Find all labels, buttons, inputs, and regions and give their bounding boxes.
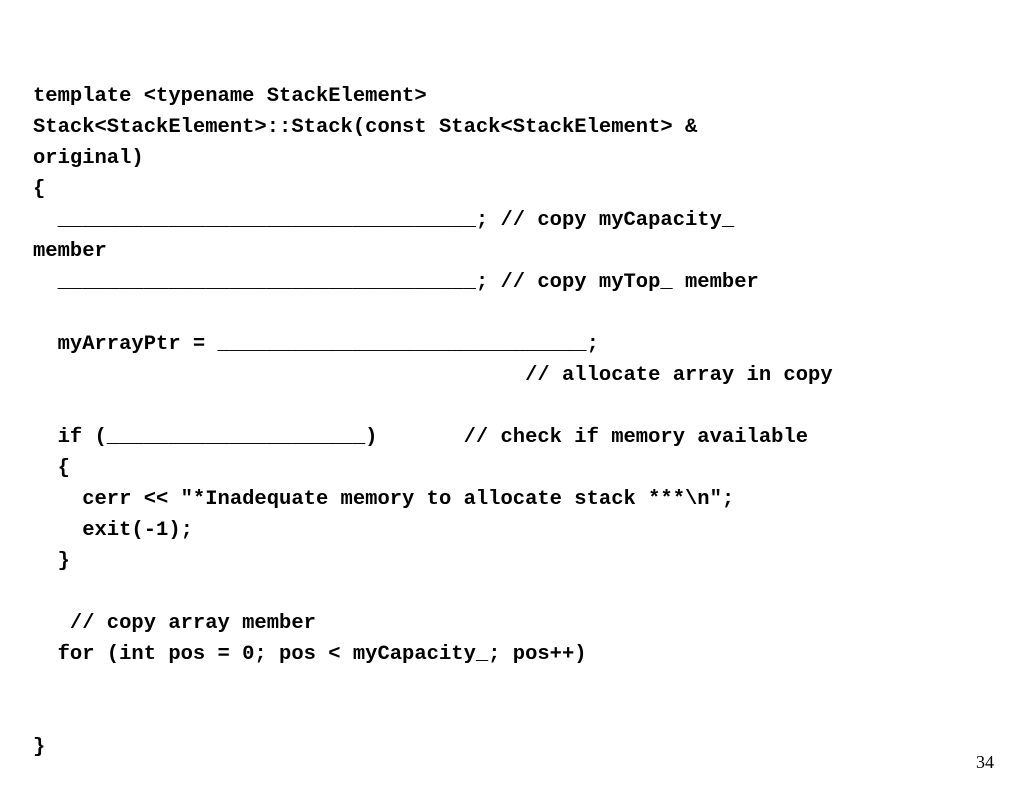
code-line bbox=[33, 577, 833, 608]
code-line: __________________________________; // c… bbox=[33, 271, 759, 294]
code-line: myArrayPtr = ___________________________… bbox=[33, 333, 599, 356]
code-line: __________________________________; // c… bbox=[33, 209, 735, 232]
code-line: } bbox=[33, 550, 70, 573]
code-line: } bbox=[33, 736, 46, 759]
code-line: // allocate array in copy bbox=[33, 364, 833, 387]
code-block: template <typename StackElement> Stack<St… bbox=[33, 81, 833, 763]
code-line: original) bbox=[33, 147, 144, 170]
code-line: Stack<StackElement>::Stack(const Stack<S… bbox=[33, 116, 698, 139]
code-line bbox=[33, 670, 833, 701]
code-line: exit(-1); bbox=[33, 519, 193, 542]
code-line bbox=[33, 298, 833, 329]
code-line: if (_____________________) // check if m… bbox=[33, 426, 809, 449]
code-line: { bbox=[33, 178, 46, 201]
code-line: cerr << "*Inadequate memory to allocate … bbox=[33, 488, 735, 511]
code-line: for (int pos = 0; pos < myCapacity_; pos… bbox=[33, 643, 587, 666]
code-line: { bbox=[33, 457, 70, 480]
page-number: 34 bbox=[976, 752, 994, 772]
code-line bbox=[33, 701, 833, 732]
code-line bbox=[33, 391, 833, 422]
code-line: template <typename StackElement> bbox=[33, 85, 427, 108]
code-line: // copy array member bbox=[33, 612, 316, 635]
code-line: member bbox=[33, 240, 107, 263]
